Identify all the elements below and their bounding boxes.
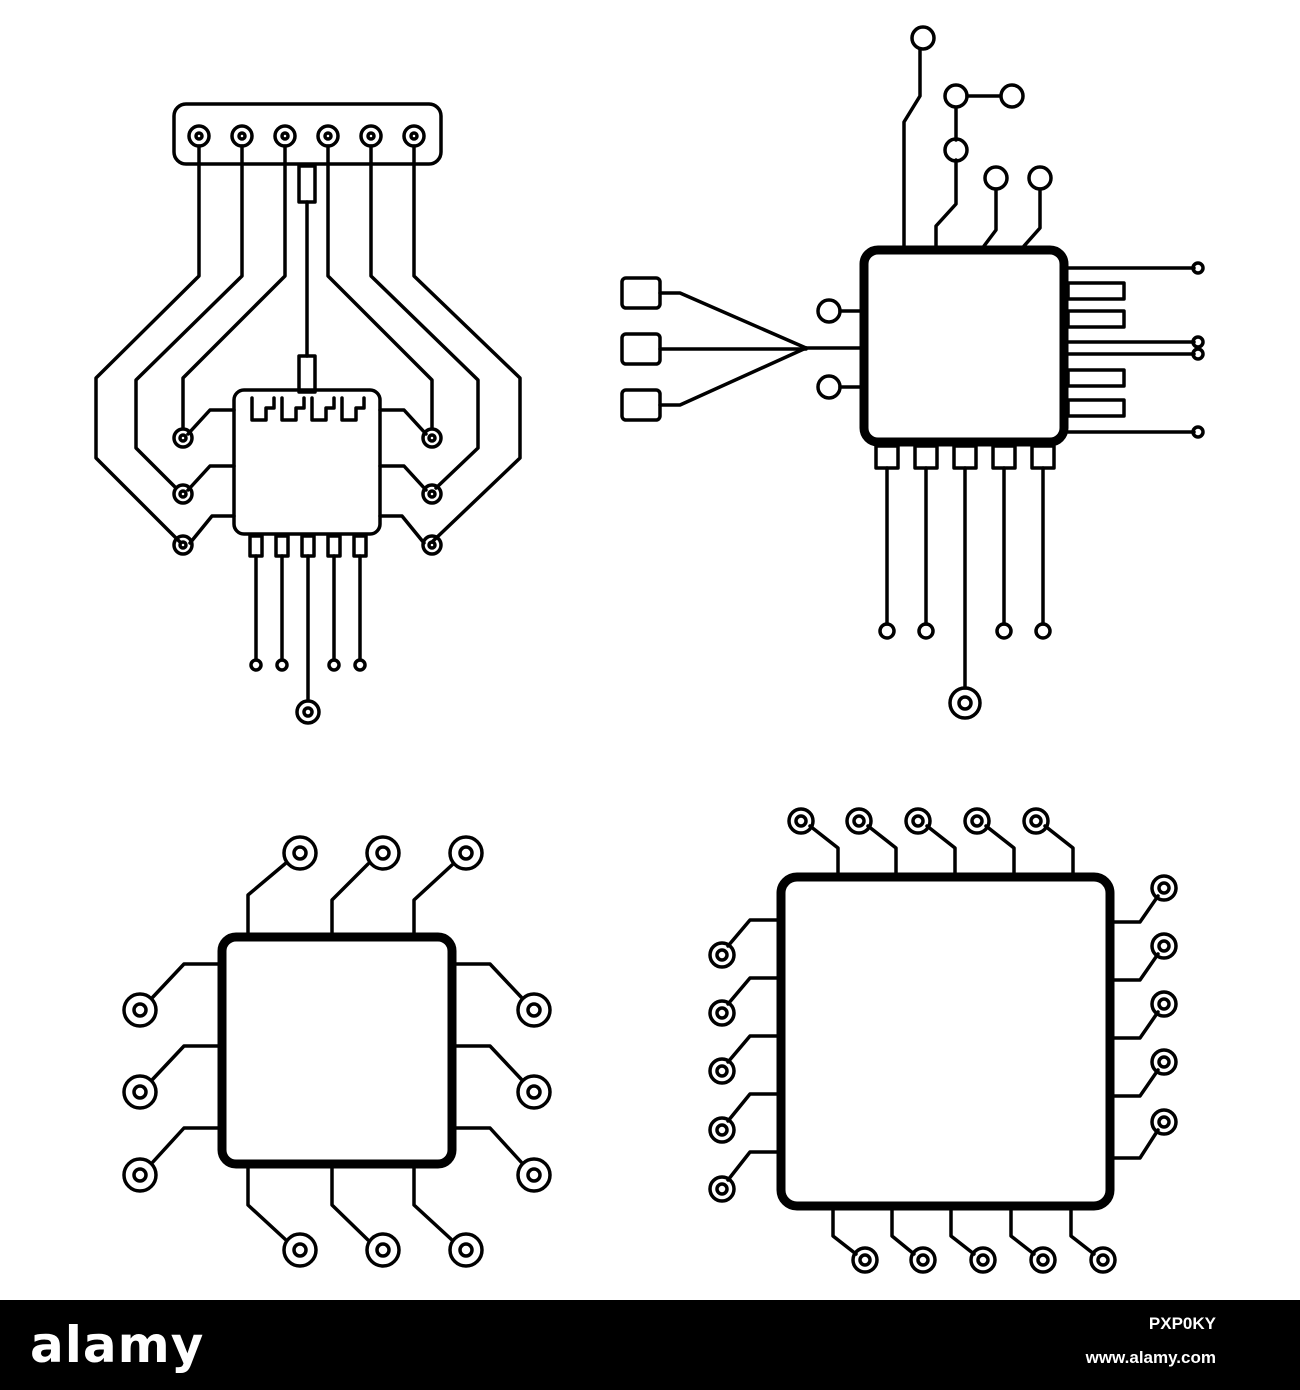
- bottom-pins: [248, 534, 368, 558]
- left-leads: [122, 962, 220, 1193]
- circuit-illustration: [94, 25, 1205, 1274]
- square-chip-large: [708, 807, 1178, 1274]
- square-chip-small: [122, 835, 552, 1268]
- right-leads: [1112, 874, 1178, 1160]
- chip-body: [859, 245, 1069, 447]
- chip-top-pads: [250, 396, 366, 422]
- bottom-pads: [249, 658, 367, 725]
- bottom-pins: [874, 444, 1056, 720]
- chip-body: [776, 872, 1115, 1211]
- top-leads: [246, 835, 484, 935]
- side-pads: [172, 427, 443, 556]
- site-url: www.alamy.com: [1085, 1348, 1216, 1367]
- stock-image-id: PXP0KY: [1148, 1314, 1216, 1333]
- chip-with-connector-header: [94, 102, 522, 725]
- chip-body: [232, 388, 382, 536]
- bottom-leads: [246, 1166, 484, 1268]
- right-leads: [454, 962, 552, 1193]
- processor-with-fanout: [620, 25, 1205, 720]
- bottom-traces: [254, 554, 362, 702]
- left-leads: [708, 918, 779, 1203]
- left-connectors: [620, 276, 866, 422]
- alamy-logo: alamy: [30, 1316, 205, 1374]
- center-connector-stub: [297, 164, 317, 204]
- side-traces: [186, 408, 428, 545]
- connector-pins: [187, 124, 426, 148]
- right-pins: [1066, 261, 1205, 439]
- header-traces: [94, 144, 522, 544]
- top-leads: [787, 807, 1075, 875]
- bottom-leads: [831, 1208, 1117, 1274]
- chip-body: [217, 932, 457, 1169]
- top-pin-stub: [297, 354, 317, 394]
- connector-header: [172, 102, 443, 166]
- watermark-bar: alamy PXP0KY www.alamy.com: [0, 1300, 1300, 1390]
- top-traces: [902, 25, 1053, 248]
